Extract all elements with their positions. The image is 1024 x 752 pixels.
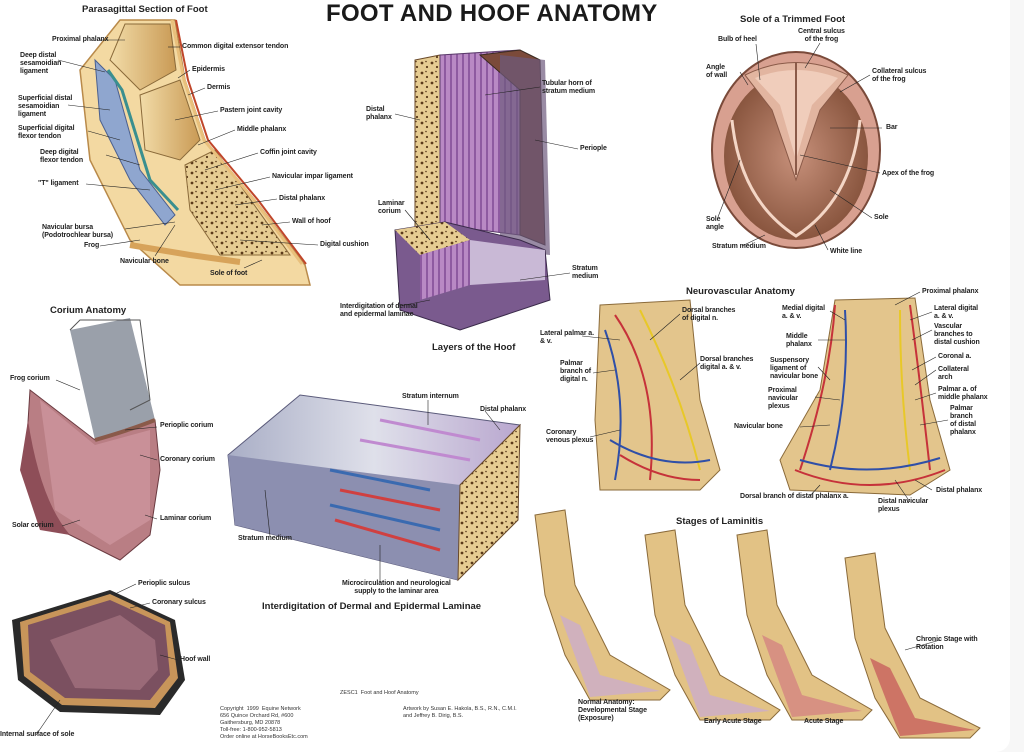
label-coronary-venous: Coronary venous plexus xyxy=(546,429,594,444)
label-neuro-proximal-phalanx: Proximal phalanx xyxy=(922,288,979,295)
label-white-line: White line xyxy=(830,248,863,255)
neurovascular-drawing xyxy=(594,297,951,496)
label-layers-interdigitation: Interdigitation of dermal and epidermal … xyxy=(340,303,418,318)
label-navicular-bone: Navicular bone xyxy=(120,258,169,265)
label-bulb-of-heel: Bulb of heel xyxy=(718,36,757,43)
label-laminitis-normal: Normal Anatomy: Developmental Stage (Exp… xyxy=(578,699,647,722)
label-interdig-distal-phalanx: Distal phalanx xyxy=(480,406,527,413)
label-coronary-corium: Coronary corium xyxy=(160,456,215,463)
label-frog: Frog xyxy=(84,242,100,249)
hoof-wall-drawing xyxy=(12,590,185,715)
footer-copyright: Copyright 1999 Equine Network 656 Quince… xyxy=(220,706,308,740)
label-palmar-branch: Palmar branch of digital n. xyxy=(560,360,591,383)
label-dorsal-branches-av: Dorsal branches digital a. & v. xyxy=(700,356,754,371)
label-neuro-navicular-bone: Navicular bone xyxy=(734,423,783,430)
label-dermis: Dermis xyxy=(207,84,231,91)
label-suspensory-ligament: Suspensory ligament of navicular bone xyxy=(770,357,819,380)
label-coffin-joint-cavity: Coffin joint cavity xyxy=(260,149,317,156)
label-laminitis-acute: Acute Stage xyxy=(804,718,844,725)
section-title-neurovascular: Neurovascular Anatomy xyxy=(686,286,795,297)
label-palmar-middle: Palmar a. of middle phalanx xyxy=(938,386,988,401)
label-perioplic-corium: Perioplic corium xyxy=(160,422,214,429)
label-lateral-palmar: Lateral palmar a. & v. xyxy=(540,330,594,345)
label-epidermis: Epidermis xyxy=(192,66,225,73)
footer-artwork: Artwork by Susan E. Hakola, B.S., R.N., … xyxy=(403,706,517,719)
label-palmar-branch-distal: Palmar branch of distal phalanx xyxy=(950,405,976,436)
label-interdig-stratum-medium: Stratum medium xyxy=(238,535,292,542)
label-apex-of-frog: Apex of the frog xyxy=(882,170,935,177)
label-neuro-middle-phalanx: Middle phalanx xyxy=(786,333,812,348)
label-sole-of-foot: Sole of foot xyxy=(210,270,248,277)
parasagittal-section-drawing xyxy=(79,19,311,286)
section-title-corium: Corium Anatomy xyxy=(50,305,127,316)
label-deep-distal-sesamoidian: Deep distal sesamoidian ligament xyxy=(20,52,62,75)
section-title-sole: Sole of a Trimmed Foot xyxy=(740,14,846,25)
interdigitation-drawing xyxy=(227,394,522,582)
label-laminar-corium: Laminar corium xyxy=(160,515,212,522)
layers-of-hoof-drawing xyxy=(394,49,551,331)
label-superficial-digital-flexor: Superficial digital flexor tendon xyxy=(18,125,75,140)
label-solar-corium: Solar corium xyxy=(12,522,54,529)
label-superficial-distal-sesamoidian: Superficial distal sesamoidian ligament xyxy=(18,95,73,118)
label-proximal-navicular: Proximal navicular plexus xyxy=(768,387,798,410)
label-neuro-distal-phalanx: Distal phalanx xyxy=(936,487,983,494)
label-distal-navicular: Distal navicular plexus xyxy=(878,498,929,513)
label-navicular-impar: Navicular impar ligament xyxy=(272,173,353,180)
label-navicular-bursa: Navicular bursa (Podotrochlear bursa) xyxy=(42,224,114,239)
label-laminitis-early-acute: Early Acute Stage xyxy=(704,718,762,725)
label-dorsal-branches-n: Dorsal branches of digital n. xyxy=(682,307,736,322)
section-title-parasagittal: Parasagittal Section of Foot xyxy=(82,4,208,15)
corium-anatomy-drawing xyxy=(20,318,161,561)
label-deep-digital-flexor: Deep digital flexor tendon xyxy=(40,149,84,164)
label-t-ligament: "T" ligament xyxy=(38,180,79,187)
label-bar: Bar xyxy=(886,124,898,131)
label-lateral-digital: Lateral digital a. & v. xyxy=(934,305,979,320)
label-sole: Sole xyxy=(874,214,889,221)
label-laminar-corium: Laminar corium xyxy=(378,200,405,215)
laminitis-drawing xyxy=(534,509,981,739)
label-microcirculation: Microcirculation and neurological supply… xyxy=(342,580,451,595)
page-title: FOOT AND HOOF ANATOMY xyxy=(326,0,658,27)
label-perioplic-sulcus: Perioplic sulcus xyxy=(138,580,191,587)
label-layers-stratum-medium: Stratum medium xyxy=(572,265,599,280)
section-title-layers: Layers of the Hoof xyxy=(432,342,516,353)
label-sole-angle: Sole angle xyxy=(706,216,724,231)
label-medial-digital: Medial digital a. & v. xyxy=(782,305,825,320)
label-central-sulcus: Central sulcus of the frog xyxy=(798,28,845,43)
section-title-interdigitation: Interdigitation of Dermal and Epidermal … xyxy=(262,601,482,612)
label-coronary-sulcus: Coronary sulcus xyxy=(152,599,206,606)
label-frog-corium: Frog corium xyxy=(10,375,50,382)
label-distal-phalanx: Distal phalanx xyxy=(279,195,326,202)
label-internal-surface-of-sole: Internal surface of sole xyxy=(0,731,75,738)
label-angle-of-wall: Angle of wall xyxy=(706,64,728,79)
sole-of-foot-drawing xyxy=(711,51,881,249)
label-wall-of-hoof: Wall of hoof xyxy=(292,218,331,225)
label-periople: Periople xyxy=(580,145,607,152)
label-vascular-branches: Vascular branches to distal cushion xyxy=(934,323,980,346)
label-collateral-sulcus: Collateral sulcus of the frog xyxy=(872,68,927,83)
label-common-digital-extensor: Common digital extensor tendon xyxy=(182,43,289,50)
label-stratum-internum: Stratum internum xyxy=(402,393,459,400)
label-coronal-a: Coronal a. xyxy=(938,353,972,360)
label-proximal-phalanx: Proximal phalanx xyxy=(52,36,109,43)
leader-lines xyxy=(35,39,949,736)
label-digital-cushion: Digital cushion xyxy=(320,241,369,248)
label-middle-phalanx: Middle phalanx xyxy=(237,126,287,133)
footer-code: ZESC1 Foot and Hoof Anatomy xyxy=(340,690,419,696)
label-dorsal-branch-distal: Dorsal branch of distal phalanx a. xyxy=(740,493,849,500)
label-layers-distal-phalanx: Distal phalanx xyxy=(366,106,392,121)
label-hoof-wall: Hoof wall xyxy=(180,656,211,663)
label-sole-stratum-medium: Stratum medium xyxy=(712,243,766,250)
label-pastern-joint-cavity: Pastern joint cavity xyxy=(220,107,283,114)
label-laminitis-chronic: Chronic Stage with Rotation xyxy=(916,636,978,651)
section-title-laminitis: Stages of Laminitis xyxy=(676,516,764,527)
label-tubular-horn: Tubular horn of stratum medium xyxy=(542,80,596,95)
label-collateral-arch: Collateral arch xyxy=(938,366,969,381)
